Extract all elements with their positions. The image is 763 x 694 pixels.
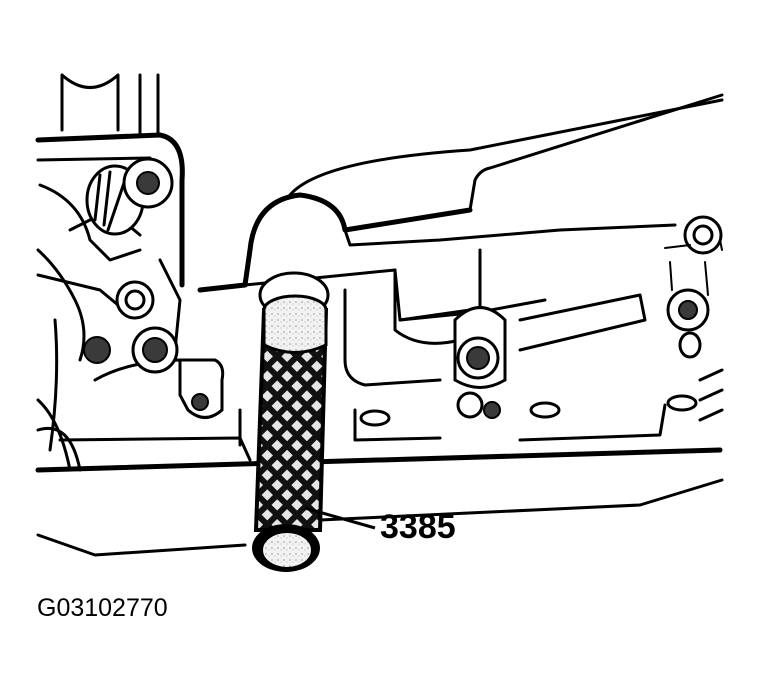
- center-boss: [453, 306, 507, 419]
- callout-leader-line: [304, 506, 376, 530]
- left-bolts: [83, 280, 225, 419]
- knurled-tool-handle: [252, 271, 330, 572]
- lower-flange: [35, 368, 724, 557]
- left-housing: [35, 73, 207, 472]
- drain-plug-upper: [85, 157, 174, 236]
- figure-code: G03102770: [37, 594, 168, 622]
- right-studs: [664, 215, 723, 359]
- tool-callout-label: 3385: [380, 508, 456, 546]
